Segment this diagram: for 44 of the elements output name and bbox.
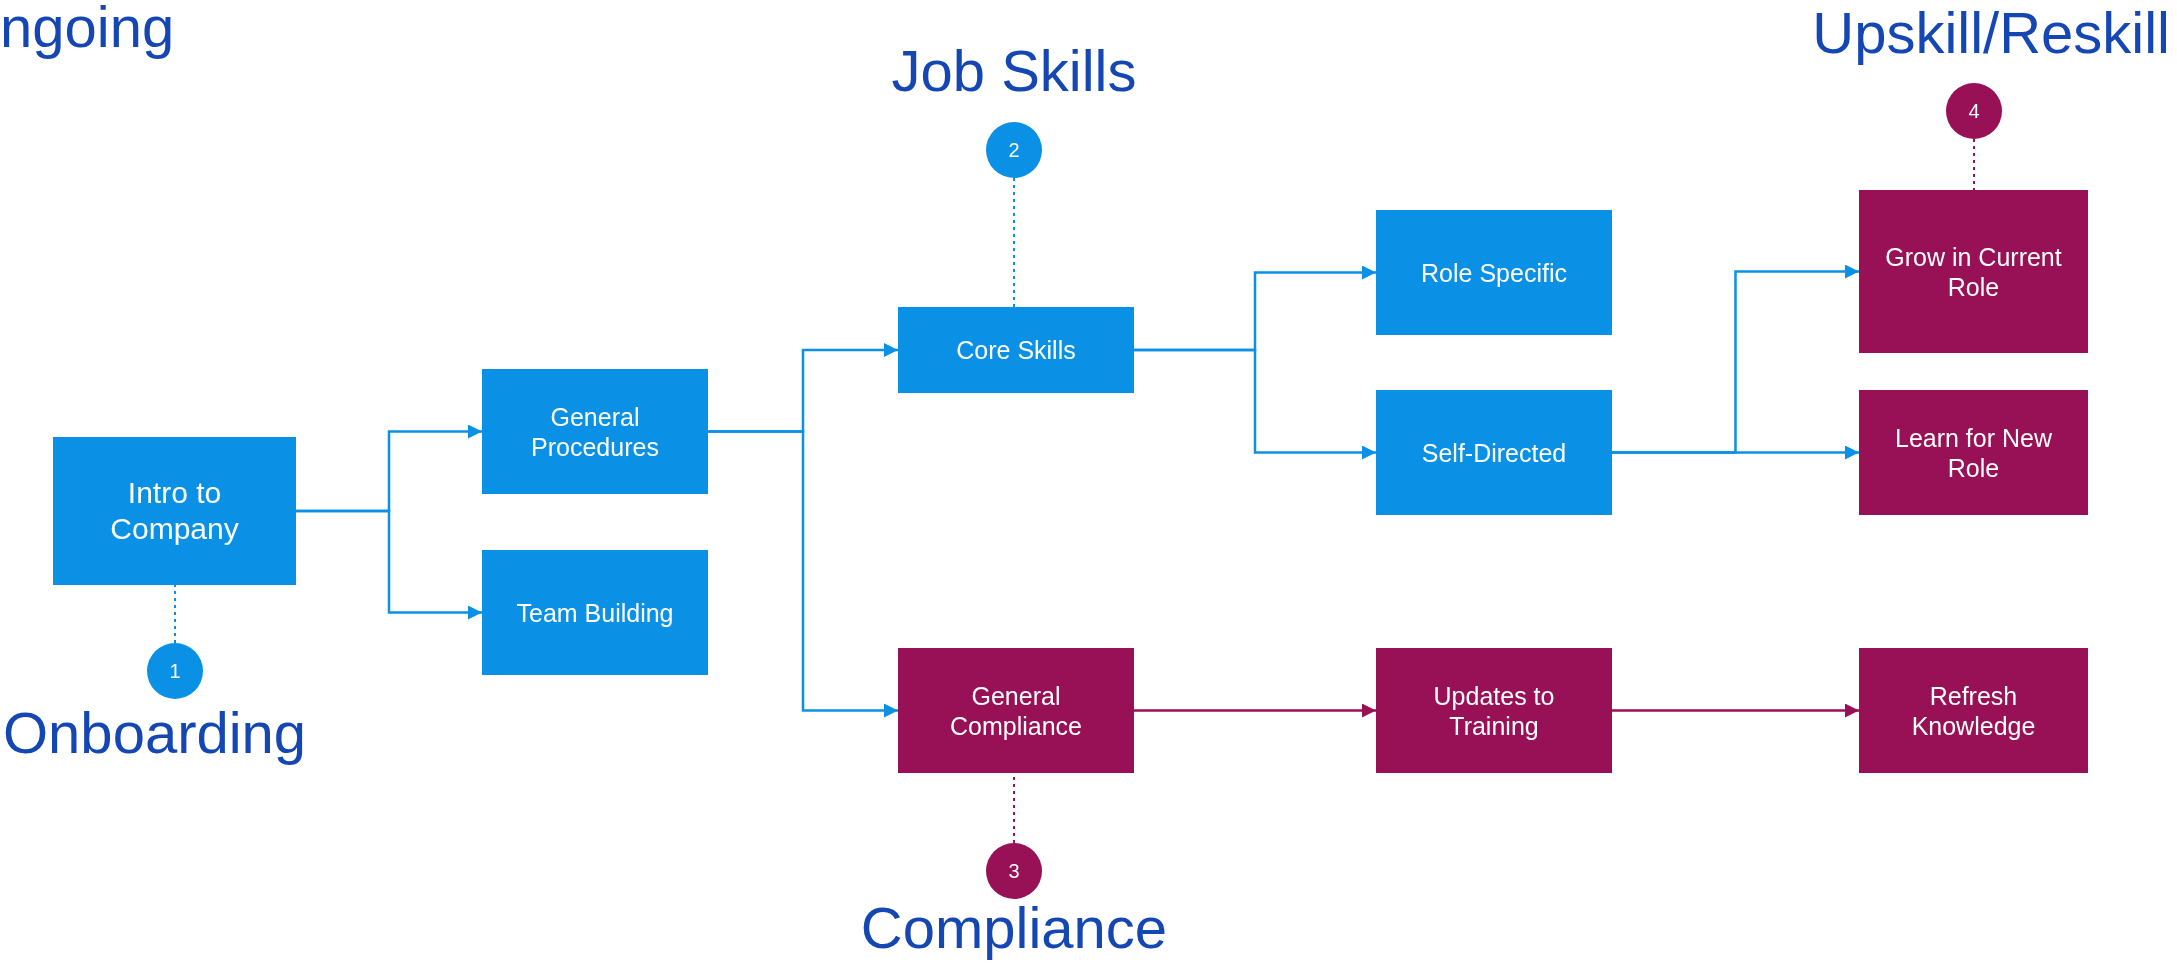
box-label: Learn for New Role <box>1894 422 2053 483</box>
box-label: Team Building <box>516 597 674 628</box>
process-box <box>53 437 296 585</box>
arrow <box>296 509 482 620</box>
stage-heading: Job Skills <box>891 38 1137 105</box>
arrow <box>1134 348 1376 460</box>
box-label: Intro to Company <box>109 475 240 547</box>
step-number: 4 <box>1968 99 1980 123</box>
arrow <box>1134 703 1376 718</box>
step-circle <box>147 643 203 699</box>
box-label: Core Skills <box>956 335 1076 365</box>
process-box <box>898 648 1134 773</box>
stage-heading: Onboarding <box>3 700 307 767</box>
step-circle <box>986 122 1042 178</box>
step-number: 2 <box>1008 138 1020 162</box>
process-box <box>898 307 1134 393</box>
process-box <box>1376 390 1612 515</box>
stage-heading: Compliance <box>860 895 1168 962</box>
box-label: Refresh Knowledge <box>1910 680 2037 741</box>
process-box <box>1859 648 2088 773</box>
step-circle <box>1946 83 2002 139</box>
dotted-connector <box>1013 177 1015 308</box>
process-box <box>482 369 708 494</box>
dotted-connector <box>1973 138 1975 191</box>
arrow <box>1612 703 1859 718</box>
arrow <box>1612 445 1859 460</box>
box-label: Updates to Training <box>1432 680 1556 741</box>
page-title: ngoing <box>0 0 175 61</box>
step-circle <box>986 843 1042 899</box>
step-number: 3 <box>1008 859 1020 883</box>
box-label: General Procedures <box>530 401 660 462</box>
box-label: General Compliance <box>949 680 1083 741</box>
step-number: 1 <box>169 659 181 683</box>
process-box <box>1859 390 2088 515</box>
process-box <box>1376 648 1612 773</box>
box-label: Self-Directed <box>1421 437 1567 468</box>
process-box <box>1859 190 2088 353</box>
arrow <box>708 430 898 718</box>
box-label: Role Specific <box>1421 257 1567 288</box>
process-box <box>1376 210 1612 335</box>
box-label: Grow in Current Role <box>1884 241 2063 302</box>
dotted-connector <box>174 584 176 644</box>
stage-heading: Upskill/Reskill <box>1812 0 2170 67</box>
process-box <box>482 550 708 675</box>
